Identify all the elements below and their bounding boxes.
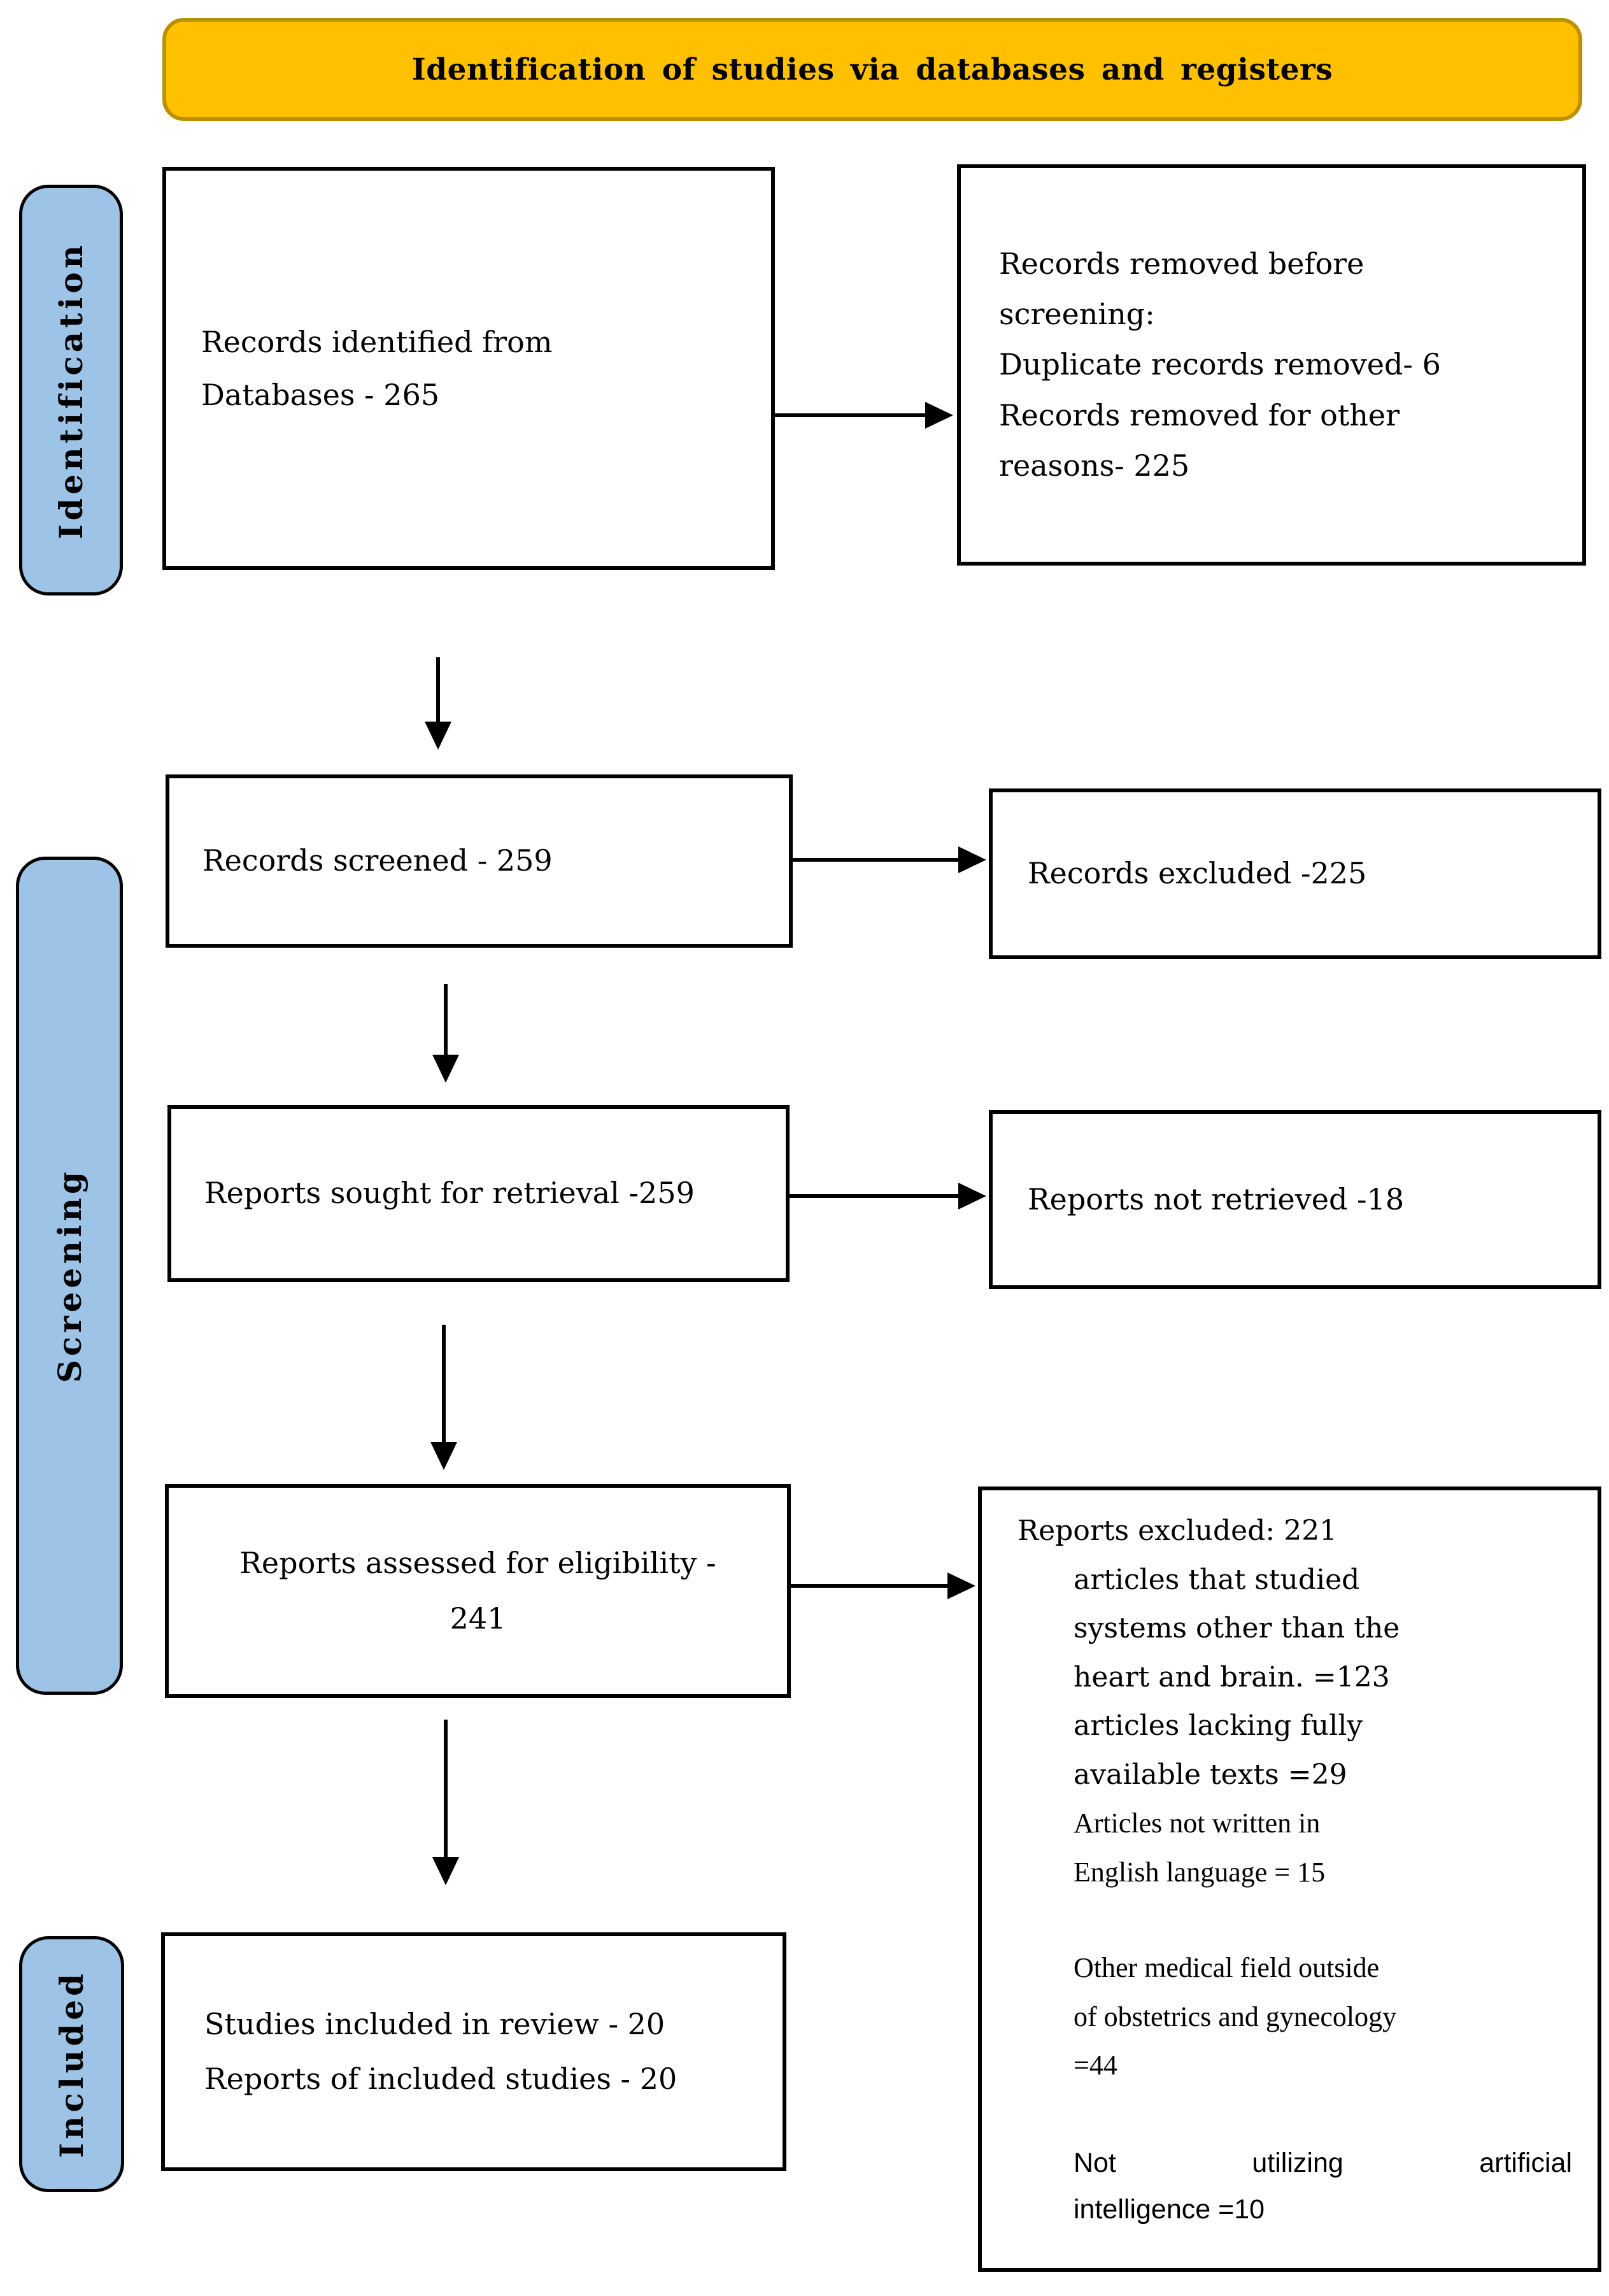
- arrow-head: [947, 1572, 975, 1599]
- arrow-line: [444, 1720, 448, 1858]
- box-reports-assessed-text: Reports assessed for eligibility - 241: [239, 1545, 716, 1636]
- box-records-removed: Records removed before screening: Duplic…: [957, 164, 1586, 566]
- box-reports-assessed: Reports assessed for eligibility - 241: [165, 1484, 791, 1698]
- arrow-head: [432, 1857, 459, 1885]
- side-label-identification: Identification: [19, 185, 123, 595]
- box-records-identified: Records identified from Databases - 265: [162, 167, 775, 570]
- reports-excluded-other-field: Other medical field outside of obstetric…: [1074, 1952, 1397, 2081]
- arrow-head: [958, 1183, 986, 1209]
- box-included-studies: Studies included in review - 20 Reports …: [161, 1932, 786, 2171]
- side-label-included: Included: [19, 1936, 124, 2192]
- box-records-removed-text: Records removed before screening: Duplic…: [999, 246, 1441, 483]
- box-reports-not-retrieved: Reports not retrieved -18: [989, 1110, 1601, 1289]
- box-reports-sought: Reports sought for retrieval -259: [167, 1105, 790, 1282]
- side-label-identification-text: Identification: [52, 241, 90, 539]
- box-records-screened: Records screened - 259: [166, 774, 793, 948]
- reports-excluded-no-ai: Not utilizing artificial intelligence =1…: [1074, 2140, 1572, 2233]
- box-reports-excluded: Reports excluded: 221 articles that stud…: [978, 1487, 1601, 2272]
- side-label-screening: Screening: [16, 857, 123, 1695]
- arrow-line: [793, 858, 960, 862]
- box-reports-sought-text: Reports sought for retrieval -259: [204, 1176, 695, 1211]
- reports-excluded-no-ai-line1: Not utilizing artificial: [1074, 2148, 1572, 2179]
- banner-title: Identification of studies via databases …: [411, 52, 1333, 87]
- arrow-line: [775, 413, 926, 417]
- arrow-line: [442, 1325, 446, 1443]
- box-records-excluded-text: Records excluded -225: [1028, 856, 1367, 891]
- arrow-line: [791, 1584, 949, 1588]
- reports-excluded-not-english: Articles not written in English language…: [1074, 1808, 1326, 1888]
- reports-excluded-no-ai-line2: intelligence =10: [1074, 2194, 1265, 2225]
- box-records-screened-text: Records screened - 259: [202, 843, 553, 878]
- side-label-screening-text: Screening: [50, 1168, 89, 1383]
- reports-excluded-main: Reports excluded: 221 articles that stud…: [1017, 1515, 1400, 1791]
- banner: Identification of studies via databases …: [162, 18, 1582, 121]
- arrow-line: [436, 657, 440, 723]
- arrow-line: [444, 984, 448, 1056]
- arrow-head: [958, 846, 986, 873]
- box-included-studies-text: Studies included in review - 20 Reports …: [204, 2007, 677, 2096]
- side-label-included-text: Included: [53, 1970, 90, 2158]
- arrow-head: [925, 402, 953, 429]
- arrow-head: [430, 1442, 457, 1470]
- box-records-excluded: Records excluded -225: [989, 788, 1601, 959]
- arrow-line: [790, 1194, 960, 1198]
- arrow-head: [425, 722, 451, 750]
- box-reports-not-retrieved-text: Reports not retrieved -18: [1028, 1181, 1405, 1216]
- arrow-head: [432, 1055, 459, 1083]
- box-records-identified-text: Records identified from Databases - 265: [201, 324, 553, 412]
